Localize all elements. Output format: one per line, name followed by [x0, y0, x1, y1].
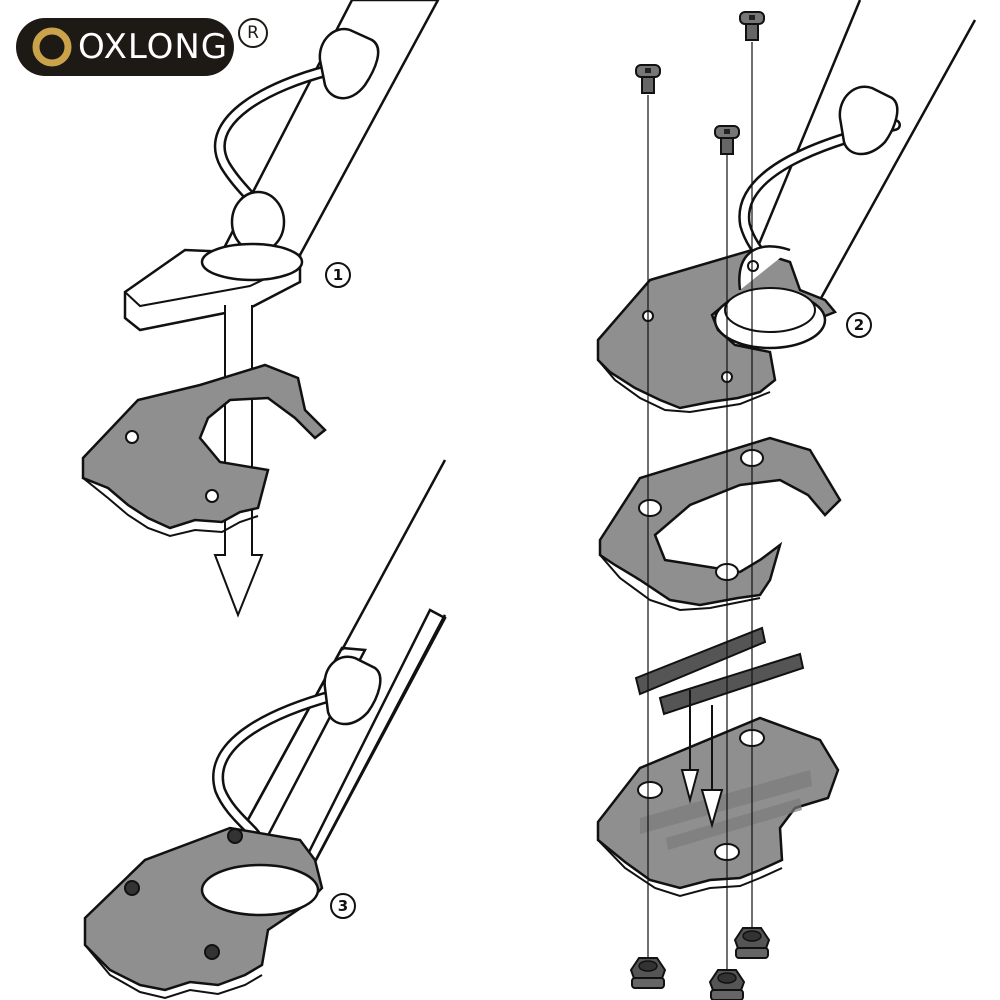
rubber-strip-2 — [658, 652, 805, 716]
step3-illustration — [83, 459, 447, 1000]
step-number-2: 2 — [846, 312, 872, 338]
bolt-middle — [714, 125, 740, 155]
registered-mark: R — [238, 18, 268, 48]
gold-ring-o-icon — [32, 27, 72, 67]
bolt-left — [635, 64, 661, 94]
spring-clip-3 — [323, 655, 382, 726]
strip-arrow-2 — [700, 705, 724, 829]
down-arrow — [213, 305, 264, 618]
spring-clip-2 — [838, 85, 899, 156]
nut-right — [734, 927, 770, 959]
rubber-strip-1 — [634, 626, 767, 696]
nut-middle — [709, 969, 745, 1000]
brand-logo: OXLONG — [16, 18, 234, 76]
brand-name: OXLONG — [78, 27, 229, 67]
spring-clip — [318, 27, 380, 100]
strip-arrow-1 — [680, 690, 700, 804]
bolt-right — [739, 11, 765, 41]
step1-illustration — [81, 0, 440, 618]
step-number-1: 1 — [325, 262, 351, 288]
step2-illustration — [596, 0, 977, 1000]
spacer-frame — [598, 436, 842, 607]
nut-left — [630, 957, 666, 989]
step-number-3: 3 — [330, 893, 356, 919]
extension-plate-1 — [81, 363, 327, 530]
